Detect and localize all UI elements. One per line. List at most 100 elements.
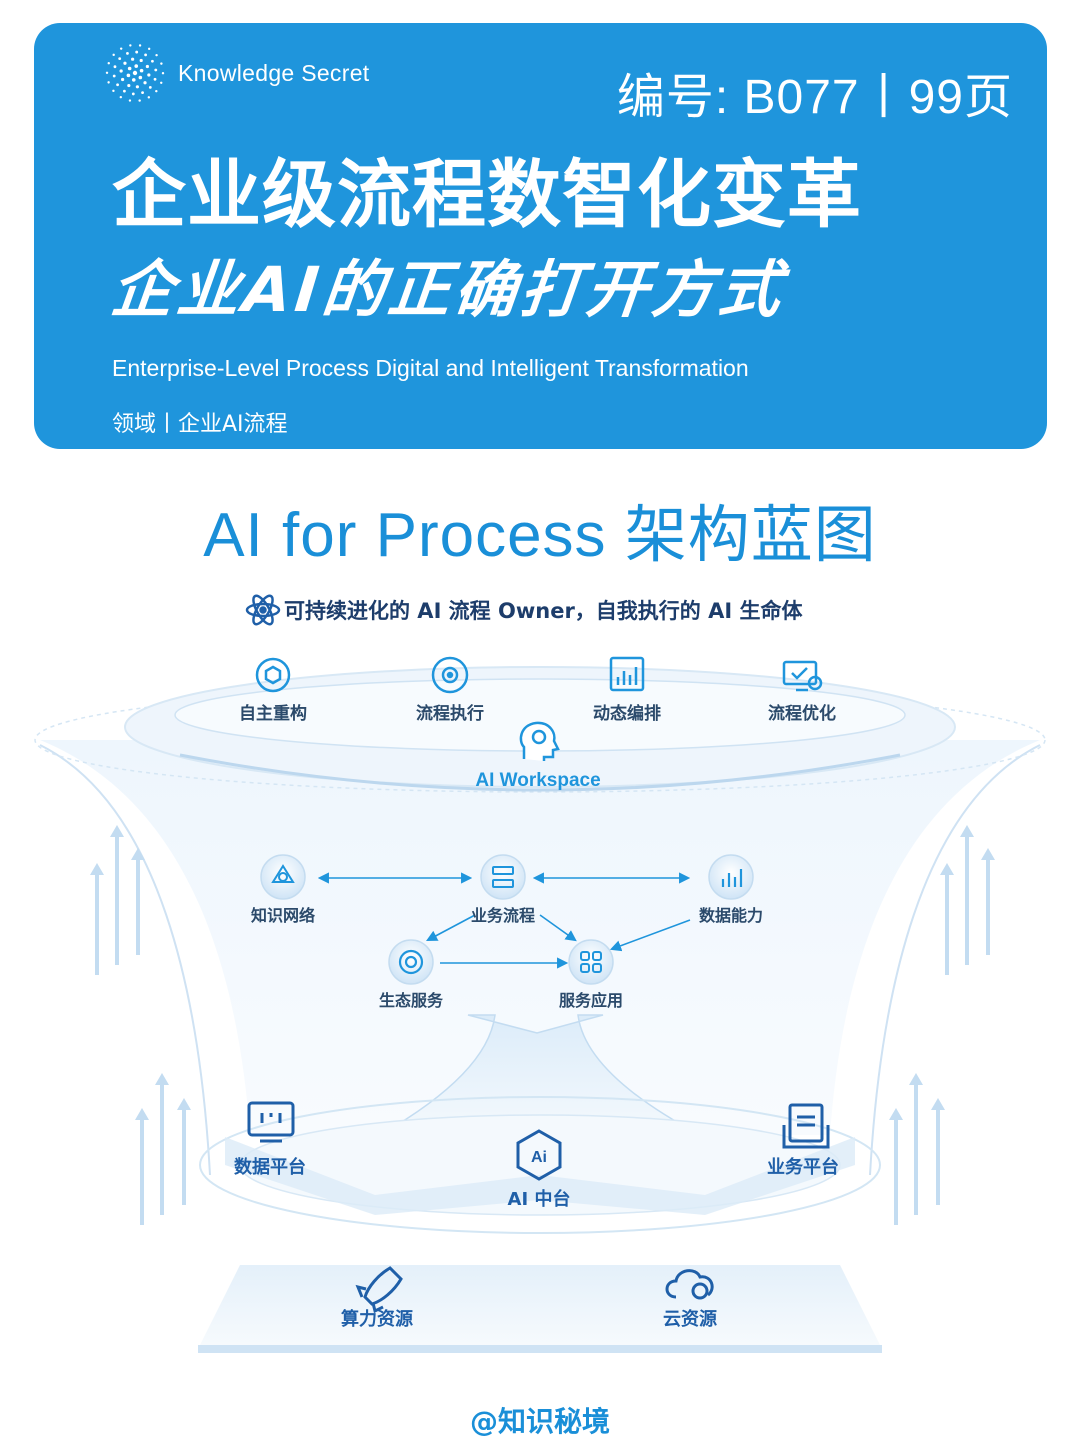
logo-dot (116, 83, 119, 87)
head-brain-icon (519, 721, 560, 761)
logo-dot (128, 99, 132, 102)
platform-layer (199, 1096, 881, 1234)
logo-dot (151, 59, 154, 63)
logo-dot (127, 66, 132, 71)
workspace-item-3: 动态编排 (593, 656, 661, 724)
bar-chart-icon (721, 869, 743, 887)
atom-icon (245, 594, 281, 626)
monitor-check-icon (782, 660, 823, 692)
document-code: 编号: B077丨99页 (616, 71, 1013, 124)
logo-dot (121, 77, 125, 82)
workspace-item-label: 动态编排 (593, 703, 661, 724)
logo-dot (126, 73, 131, 78)
ai-chip-icon (516, 1129, 562, 1181)
business-platform-label: 业务平台 (767, 1156, 839, 1178)
logo-dot (129, 44, 132, 47)
workspace-item-1: 自主重构 (239, 657, 307, 724)
rocket-icon (355, 1266, 403, 1314)
logo-dot (160, 81, 163, 84)
logo-dot (132, 70, 138, 76)
logo-dot (112, 74, 116, 78)
logo-dot (145, 64, 149, 69)
logo-dot (155, 89, 158, 93)
logo-dot (131, 92, 135, 96)
logo-dot (141, 91, 144, 94)
top-banner-text: 可持续进化的 AI 流程 Owner，自我执行的 AI 生命体 (284, 599, 803, 623)
logo-dot (112, 89, 115, 93)
data-platform: 数据平台 (234, 1101, 306, 1178)
middle-network: 知识网络 业务流程 数据能力 生态服务 (251, 854, 763, 1010)
gear-cycle-icon (431, 656, 469, 694)
data-platform-label: 数据平台 (234, 1156, 306, 1178)
logo-dot (144, 53, 148, 57)
knowledge-node: 知识网络 (251, 854, 315, 925)
ai-chip-text: Ai (531, 1149, 547, 1166)
business-node: 业务流程 (471, 854, 535, 925)
cloud-gear-icon (665, 1269, 714, 1300)
logo-dot (135, 50, 139, 54)
chart-board-icon (609, 656, 645, 692)
business-platform: 业务平台 (767, 1103, 839, 1178)
dots-logo-icon (105, 44, 165, 102)
funnel-right-edge (869, 744, 1041, 1176)
target-icon (398, 949, 424, 975)
footer-handle: @知识秘境 (469, 1405, 610, 1438)
logo-dot (112, 53, 115, 57)
workspace-item-label: 流程执行 (416, 703, 484, 724)
logo-dot (107, 81, 110, 84)
ai-platform-label: AI 中台 (508, 1188, 571, 1210)
logo-dot (155, 53, 158, 57)
architecture-diagram: 可持续进化的 AI 流程 Owner，自我执行的 AI 生命体 自主重构 流程执… (34, 594, 1046, 1353)
ai-platform: Ai AI 中台 (508, 1129, 571, 1210)
service-node-label: 服务应用 (559, 991, 623, 1010)
header-banner: Knowledge Secret 编号: B077丨99页 企业级流程数智化变革… (34, 23, 1047, 449)
data-node: 数据能力 (699, 854, 763, 925)
logo-dot (147, 73, 151, 77)
compute-resource: 算力资源 (341, 1266, 413, 1330)
logo-dot (119, 47, 123, 50)
data-node-label: 数据能力 (699, 906, 763, 925)
side-arrows (90, 825, 995, 1225)
logo-dot (147, 47, 151, 51)
logo-dot (138, 75, 143, 80)
logo-dot (148, 85, 152, 89)
main-title: 企业级流程数智化变革 (112, 152, 862, 238)
workspace-label: AI Workspace (475, 770, 600, 791)
logo-dot (119, 69, 123, 73)
ecology-node: 生态服务 (379, 939, 444, 1010)
service-node: 服务应用 (559, 939, 623, 1010)
cycle-icon (255, 657, 291, 693)
field-label: 领域丨企业AI流程 (112, 412, 288, 437)
section-title: AI for Process 架构蓝图 (203, 501, 877, 570)
cloud-resource: 云资源 (663, 1269, 717, 1330)
logo-dot (138, 44, 142, 47)
logo-dot (160, 62, 163, 65)
logo-dot (107, 62, 110, 65)
top-banner: 可持续进化的 AI 流程 Owner，自我执行的 AI 生命体 (245, 594, 803, 626)
logo-dot (113, 65, 117, 69)
workspace-item-4: 流程优化 (768, 660, 836, 724)
sub-title: 企业AI的正确打开方式 (107, 253, 789, 326)
knowledge-node-label: 知识网络 (251, 906, 315, 925)
logo-dot (105, 71, 109, 74)
workspace-item-label: 流程优化 (768, 703, 836, 724)
cloud-resource-label: 云资源 (663, 1308, 717, 1330)
logo-dot (154, 68, 158, 72)
screen-icon (247, 1101, 295, 1143)
apps-grid-icon (580, 951, 602, 973)
brand: Knowledge Secret (104, 43, 369, 103)
english-subtitle: Enterprise-Level Process Digital and Int… (112, 355, 749, 381)
logo-dot (131, 78, 136, 82)
document-stack-icon (782, 1103, 830, 1149)
logo-dot (139, 68, 144, 73)
workspace-item-label: 自主重构 (239, 703, 307, 724)
logo-dot (118, 57, 122, 61)
flow-icon (492, 866, 514, 888)
logo-dot (147, 96, 151, 99)
business-node-label: 业务流程 (471, 906, 535, 925)
logo-dot (161, 72, 165, 75)
brand-name: Knowledge Secret (178, 59, 370, 86)
logo-dot (153, 77, 157, 81)
funnel-background (40, 740, 1040, 1135)
logo-dot (119, 95, 123, 99)
